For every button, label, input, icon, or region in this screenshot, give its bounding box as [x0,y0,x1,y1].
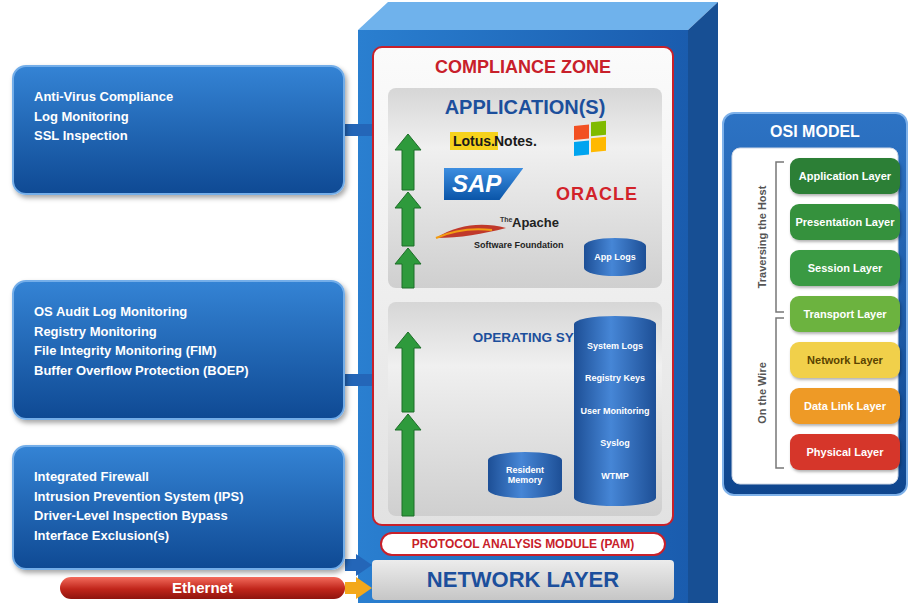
node-text: PROTOCOL ANALYSIS MODULE (PAM) [382,534,664,554]
node-text: Ethernet [60,577,345,599]
node-text: OS Audit Log Monitoring [34,302,323,322]
node-text: Session Layer [808,262,883,274]
bracket-label: Traversing the Host [756,186,768,289]
osi-model: OSI MODEL Application LayerPresentation L… [722,112,908,496]
flow-arrow [395,134,421,190]
bracket [776,162,784,312]
arrow-connector [345,554,372,576]
node-text: Buffer Overflow Protection (BOEP) [34,361,323,381]
box-front [358,30,688,603]
feature-callout: Anti-Virus ComplianceLog MonitoringSSL I… [12,65,345,195]
node-text: Application Layer [799,170,891,182]
arrow-head [356,554,372,576]
os-panel: OPERATING SYSTEMResident MemorySystem Lo… [388,302,662,516]
apache-feather [436,225,506,238]
flow-arrow [395,414,421,516]
node-text: Resident Memory [490,465,560,486]
osi-layer: Transport Layer [790,296,900,332]
node-text: Presentation Layer [795,216,894,228]
node-text: Syslog [576,438,654,448]
database-cylinder: Resident Memory [488,452,562,498]
osi-layer: Data Link Layer [790,388,900,424]
logo-text: ORACLE [556,184,638,205]
bracket-label: On the Wire [756,362,768,424]
node-text: WTMP [576,471,654,481]
application-panel: APPLICATION(S) App Logs Lotus.Notes. SAP ORA… [388,88,662,288]
node-text: Data Link Layer [804,400,886,412]
logo-text: The [500,216,512,223]
arrow-connector [345,577,372,599]
flow-arrow [395,192,421,246]
node-text: Transport Layer [803,308,886,320]
logo-text: Software Foundation [474,240,564,250]
arrow-head [356,577,372,599]
logo-text: Lotus. [450,132,498,150]
database-cylinder: System LogsRegistry KeysUser MonitoringS… [574,316,656,506]
node-text: Interface Exclusion(s) [34,526,323,546]
feature-callout: OS Audit Log MonitoringRegistry Monitori… [12,280,345,420]
node-text: Network Layer [807,354,883,366]
node-text: Registry Monitoring [34,322,323,342]
node-text: Registry Keys [576,373,654,383]
network-layer: NETWORK LAYER [372,560,674,600]
node-text: Anti-Virus Compliance [34,87,323,107]
box-top [358,2,718,30]
flow-arrow [395,248,421,288]
arrow-shaft [345,124,374,136]
osi-layer: Physical Layer [790,434,900,470]
node-text: NETWORK LAYER [372,560,674,600]
node-text: File Integrity Monitoring (FIM) [34,341,323,361]
osi-layer: Application Layer [790,158,900,194]
osi-layer: Session Layer [790,250,900,286]
node-text: App Logs [586,252,644,262]
flow-arrow [395,332,421,412]
node-text: SSL Inspection [34,126,323,146]
node-text: Log Monitoring [34,107,323,127]
ethernet-cable: Ethernet [60,577,345,599]
node-text: COMPLIANCE ZONE [374,57,672,78]
node-text: Physical Layer [806,446,883,458]
bracket [776,318,784,468]
database-cylinder: App Logs [584,238,646,276]
windows-logo [574,121,606,156]
node-text: OSI MODEL [724,123,906,141]
node-text: Intrusion Prevention System (IPS) [34,487,323,507]
logo-text: SAP [444,168,523,200]
logo-text: Apache [512,215,559,230]
apache-feather [436,229,492,238]
logo-text: Notes. [494,133,537,149]
feature-callout: Integrated FirewallIntrusion Prevention … [12,445,345,570]
osi-layer: Presentation Layer [790,204,900,240]
node-text: System Logs [576,341,654,351]
node-text: User Monitoring [576,406,654,416]
osi-layer: Network Layer [790,342,900,378]
arrow-shaft [345,374,374,386]
compliance-zone: COMPLIANCE ZONE APPLICATION(S) App Logs Lot… [372,46,674,526]
node-text: APPLICATION(S) [388,96,662,119]
node-text: Driver-Level Inspection Bypass [34,506,323,526]
node-text: Integrated Firewall [34,467,323,487]
box-side [688,2,718,603]
protocol-module: PROTOCOL ANALYSIS MODULE (PAM) [380,532,666,556]
